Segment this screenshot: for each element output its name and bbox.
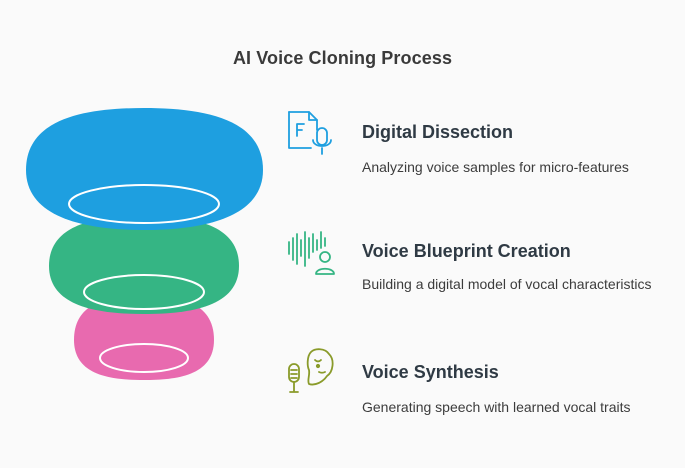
microphone-face-icon [288, 348, 334, 393]
funnel-layer-top [26, 108, 263, 230]
step-description: Analyzing voice samples for micro-featur… [362, 159, 629, 175]
soundwave-person-icon [288, 231, 335, 275]
diagram-title: AI Voice Cloning Process [232, 48, 453, 68]
step-description: Generating speech with learned vocal tra… [362, 399, 631, 415]
step-description: Building a digital model of vocal charac… [362, 276, 652, 292]
funnel-layer-middle [49, 216, 239, 314]
funnel-layer-bottom [74, 296, 214, 380]
step-title: Digital Dissection [362, 122, 514, 142]
step-title: Voice Blueprint Creation [362, 241, 571, 261]
step-title: Voice Synthesis [362, 362, 499, 382]
document-microphone-icon [288, 111, 332, 155]
